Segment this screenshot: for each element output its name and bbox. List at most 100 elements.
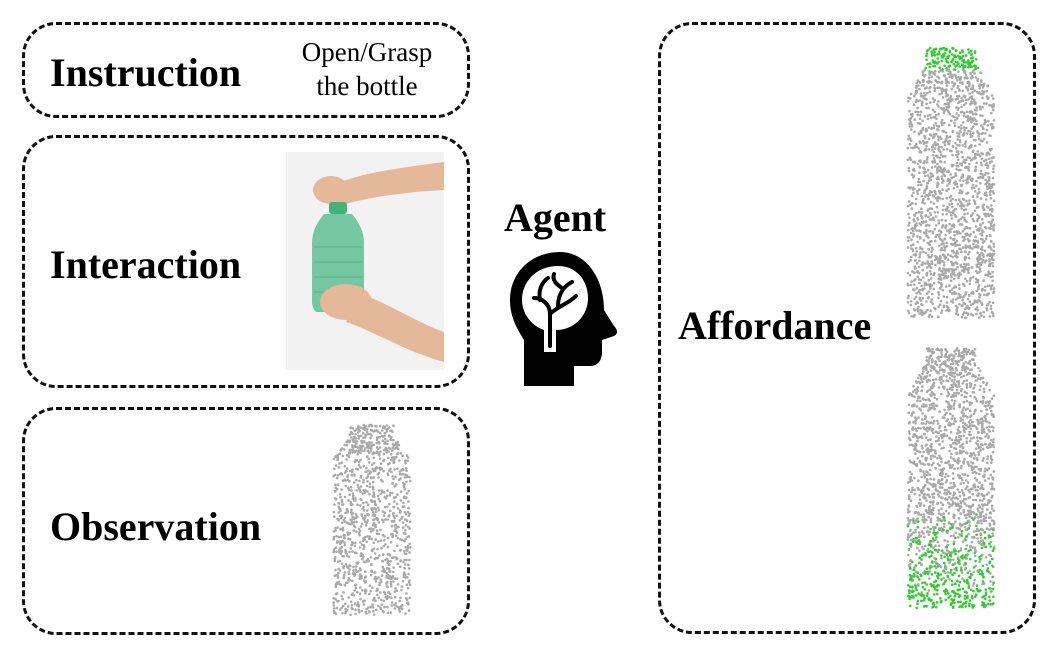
point — [978, 216, 981, 219]
point — [945, 213, 948, 216]
point — [359, 525, 363, 528]
point — [920, 247, 924, 251]
point — [927, 363, 930, 366]
point — [367, 457, 370, 461]
point — [332, 550, 336, 553]
point — [992, 547, 996, 550]
point — [346, 473, 350, 477]
point — [338, 582, 342, 586]
point — [945, 375, 948, 378]
point — [922, 520, 926, 524]
point — [980, 522, 983, 525]
point — [978, 499, 982, 502]
point — [928, 495, 931, 499]
point — [970, 61, 974, 64]
point — [949, 94, 953, 98]
point — [334, 592, 338, 596]
point — [344, 562, 348, 566]
point — [950, 202, 954, 206]
point — [959, 168, 962, 172]
interaction-image — [286, 152, 444, 370]
point — [364, 524, 368, 527]
point — [973, 348, 977, 351]
point — [340, 514, 344, 517]
point — [392, 566, 395, 569]
point — [358, 567, 362, 570]
point — [977, 229, 981, 232]
point — [913, 448, 916, 451]
point — [929, 277, 933, 280]
point — [342, 533, 345, 537]
point — [352, 571, 355, 574]
point — [401, 603, 404, 607]
point — [956, 202, 960, 206]
point — [374, 525, 377, 529]
point — [365, 466, 368, 470]
point — [915, 286, 918, 290]
point — [972, 535, 976, 539]
point — [386, 472, 389, 475]
point — [973, 72, 976, 75]
point — [929, 599, 933, 602]
point — [974, 308, 977, 311]
point — [972, 242, 975, 246]
point — [941, 248, 944, 252]
point — [972, 186, 976, 190]
point — [974, 447, 978, 450]
point — [383, 495, 387, 499]
point — [354, 568, 358, 571]
point — [925, 102, 928, 105]
point — [934, 369, 938, 373]
point — [387, 426, 391, 429]
point — [992, 394, 996, 397]
point — [915, 429, 918, 433]
point — [345, 521, 349, 524]
point — [915, 434, 918, 438]
point — [931, 230, 935, 234]
point — [334, 490, 337, 493]
point — [944, 364, 948, 367]
point — [355, 479, 358, 482]
point — [919, 469, 922, 473]
point — [335, 487, 339, 491]
point — [975, 533, 978, 537]
point — [967, 51, 971, 54]
point — [939, 160, 942, 163]
point — [928, 570, 931, 573]
point — [971, 247, 974, 250]
point — [973, 245, 976, 249]
point — [962, 602, 965, 605]
point — [943, 525, 946, 528]
point — [353, 429, 356, 433]
point — [930, 240, 933, 243]
point — [345, 581, 348, 585]
point — [951, 486, 955, 489]
point — [351, 451, 354, 454]
point — [976, 569, 979, 573]
point — [987, 467, 991, 470]
point — [914, 586, 918, 590]
point — [930, 172, 933, 175]
point — [915, 89, 919, 92]
point — [943, 143, 947, 146]
point — [919, 94, 923, 98]
point — [954, 436, 958, 439]
point — [928, 473, 932, 476]
point — [403, 487, 407, 491]
point — [910, 596, 913, 599]
point — [943, 121, 946, 125]
point — [924, 544, 927, 548]
point — [973, 202, 977, 206]
point — [384, 442, 387, 445]
point — [954, 268, 958, 271]
point — [976, 280, 980, 284]
point — [342, 566, 345, 570]
point — [961, 155, 964, 159]
point — [963, 514, 967, 517]
point — [978, 132, 981, 135]
point — [965, 437, 968, 440]
point — [943, 561, 946, 565]
point — [961, 81, 964, 84]
point — [332, 604, 335, 607]
point — [940, 242, 944, 246]
